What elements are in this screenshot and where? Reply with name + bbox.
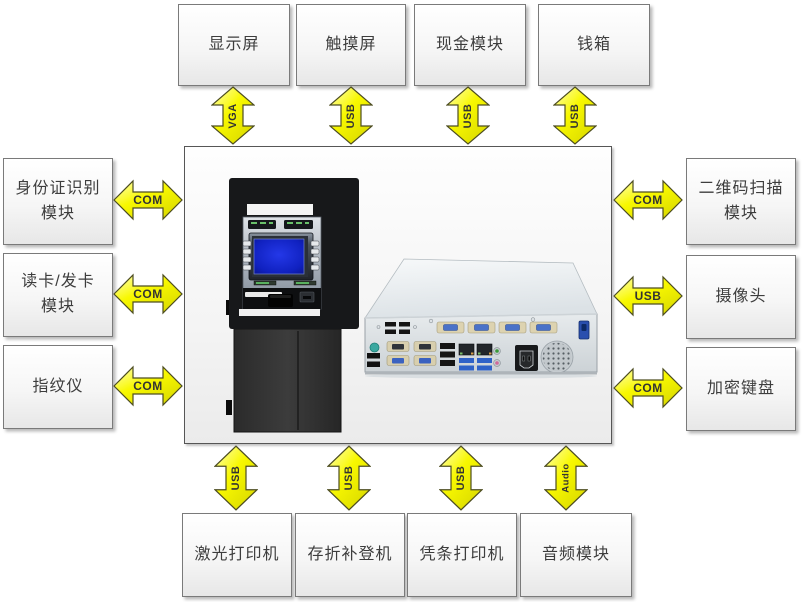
- module-box-display-screen: 显示屏: [178, 4, 290, 86]
- pc-ethernet-ports: [458, 343, 493, 356]
- connection-type-label: USB: [634, 289, 662, 303]
- module-label: 钱箱: [576, 35, 611, 53]
- atm-machine-photo: [226, 178, 359, 433]
- connector-usb-receipt-printer: USB: [439, 445, 483, 511]
- module-box-touch-screen: 触摸屏: [296, 4, 406, 86]
- module-box-receipt-printer: 凭条打印机: [407, 513, 517, 597]
- module-label: 读卡/发卡 模块: [21, 273, 95, 315]
- double-arrow-icon: [613, 179, 683, 221]
- module-box-qr-code-scanner: 二维码扫描 模块: [686, 158, 796, 245]
- module-box-encrypted-keypad: 加密键盘: [686, 347, 796, 431]
- connector-usb-cash-box: USB: [553, 86, 597, 145]
- connection-type-label: COM: [133, 287, 163, 301]
- module-label: 加密键盘: [706, 379, 775, 397]
- pc-fan-grille: [540, 340, 574, 374]
- module-box-passbook-printer: 存折补登机: [295, 513, 405, 597]
- module-box-cash-module: 现金模块: [414, 4, 526, 86]
- pc-audio-jacks: [493, 347, 501, 367]
- module-label: 存折补登机: [307, 545, 393, 563]
- host-system-panel: [184, 146, 612, 444]
- pc-usb-ports-left: [367, 353, 380, 367]
- connector-vga-display: VGA: [211, 86, 255, 145]
- pc-usb-ports-top: [385, 322, 410, 334]
- double-arrow-icon: [613, 367, 683, 409]
- atm-speaker-slots: [248, 220, 313, 229]
- double-arrow-icon: [113, 179, 183, 221]
- module-box-card-reader-dispenser: 读卡/发卡 模块: [3, 253, 113, 337]
- double-arrow-icon: [113, 365, 183, 407]
- pc-ps2-port: [369, 342, 380, 353]
- connector-usb-camera: USB: [613, 273, 683, 319]
- connector-com-card-reader: COM: [113, 271, 183, 317]
- double-arrow-icon: [329, 86, 373, 145]
- pc-panel-screws: [376, 317, 536, 329]
- module-label: 凭条打印机: [419, 545, 505, 563]
- double-arrow-icon: [327, 445, 371, 511]
- module-box-fingerprint-reader: 指纹仪: [3, 345, 113, 429]
- pc-usb3-ports: [459, 358, 492, 371]
- module-box-id-card-reader: 身份证识别 模块: [3, 158, 113, 245]
- connection-type-label: Audio: [560, 463, 572, 493]
- connection-type-label: USB: [343, 465, 355, 491]
- atm-pedestal-cabinet: [233, 328, 342, 433]
- atm-indicator-strips: [253, 280, 317, 286]
- double-arrow-icon: [113, 273, 183, 315]
- connector-usb-passbook-printer: USB: [327, 445, 371, 511]
- module-label: 二维码扫描 模块: [698, 179, 784, 222]
- module-label: 指纹仪: [32, 377, 84, 395]
- atm-top-light-strip: [247, 204, 313, 215]
- module-label: 身份证识别 模块: [15, 179, 101, 222]
- double-arrow-icon: [439, 445, 483, 511]
- module-box-laser-printer: 激光打印机: [182, 513, 292, 597]
- connection-type-label: USB: [462, 103, 474, 128]
- module-box-cash-box: 钱箱: [538, 4, 650, 86]
- connector-audio-module: Audio: [544, 445, 588, 511]
- double-arrow-icon: [446, 86, 490, 145]
- connector-com-id-card: COM: [113, 177, 183, 223]
- double-arrow-icon: [613, 275, 683, 317]
- atm-bottom-light-strip: [239, 309, 320, 316]
- connector-usb-cash-module: USB: [446, 86, 490, 145]
- atm-function-keys: [242, 240, 320, 271]
- double-arrow-icon: [211, 86, 255, 145]
- module-label: 显示屏: [208, 35, 260, 53]
- connection-type-label: COM: [133, 379, 163, 393]
- connection-type-label: USB: [230, 465, 242, 491]
- module-box-camera: 摄像头: [686, 255, 796, 339]
- module-label: 音频模块: [541, 545, 610, 563]
- pc-com-db9-ports: [386, 341, 437, 352]
- connector-com-qr-scanner: COM: [613, 177, 683, 223]
- double-arrow-icon: [214, 445, 258, 511]
- atm-dispenser-area: [243, 288, 321, 309]
- connection-type-label: VGA: [227, 102, 239, 129]
- pc-vga-ports: [386, 355, 437, 366]
- double-arrow-icon: [553, 86, 597, 145]
- pc-power-inlet: [515, 345, 538, 371]
- module-label: 现金模块: [435, 35, 504, 53]
- connection-type-label: COM: [633, 381, 663, 395]
- module-box-audio-module: 音频模块: [520, 513, 632, 597]
- connection-type-label: COM: [633, 193, 663, 207]
- connection-type-label: USB: [455, 465, 467, 491]
- atm-screen: [253, 238, 305, 275]
- pc-power-switch: [578, 320, 590, 340]
- connection-type-label: USB: [569, 103, 581, 128]
- pc-serial-db15-ports: [436, 321, 558, 334]
- connector-usb-touch-screen: USB: [329, 86, 373, 145]
- industrial-pc-rear-photo: [364, 258, 598, 379]
- double-arrow-icon: [544, 445, 588, 511]
- connection-type-label: USB: [345, 103, 357, 128]
- module-label: 激光打印机: [194, 545, 280, 563]
- pc-usb-ports-mid: [440, 343, 455, 366]
- connection-type-label: COM: [133, 193, 163, 207]
- module-label: 触摸屏: [325, 35, 377, 53]
- connector-com-keypad: COM: [613, 365, 683, 411]
- pc-top-face: [364, 258, 598, 319]
- connector-com-fingerprint: COM: [113, 363, 183, 409]
- connector-usb-laser-printer: USB: [214, 445, 258, 511]
- module-label: 摄像头: [715, 287, 767, 305]
